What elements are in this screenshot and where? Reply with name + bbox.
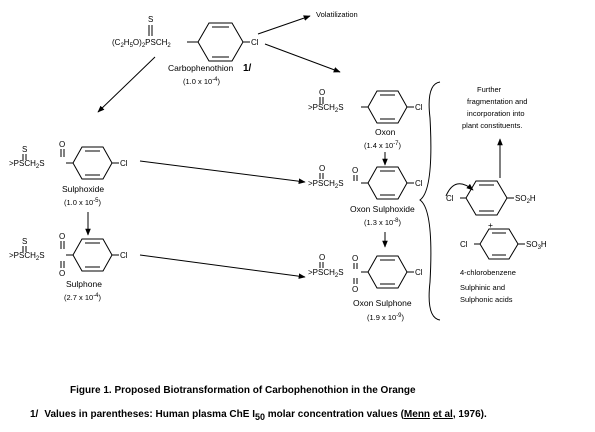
sulphinic-cl: Cl: [446, 194, 454, 203]
svg-text:(C2H5O)2PSCH2: (C2H5O)2PSCH2: [112, 38, 171, 49]
svg-text:>PSCH2S: >PSCH2S: [308, 179, 344, 190]
svg-text:(1.3 x 10-8): (1.3 x 10-8): [364, 218, 402, 227]
oxon-name: Oxon: [375, 127, 396, 137]
oxon-sulphoxide-name: Oxon Sulphoxide: [350, 204, 415, 214]
carbophenothion-formula-prefix: (C: [112, 38, 121, 47]
svg-text:>PSCH2S: >PSCH2S: [308, 103, 344, 114]
oxon-ring: [367, 90, 408, 124]
sulphone-value: (2.7 x 10: [64, 293, 93, 302]
sulphinic-group: SO: [515, 194, 527, 203]
svg-text:>PSCH2S: >PSCH2S: [308, 268, 344, 279]
oxon-sulphoxide-formula: >PSCH: [308, 179, 335, 188]
footnote-text-b: molar concentration values (: [265, 409, 405, 420]
sulphone-o-top: O: [59, 232, 65, 241]
oxon-sulphoxide-ring: [367, 166, 408, 200]
sulphone-structure: S O >PSCH2S O Cl Sulphone (2.7 x 10-4): [9, 232, 128, 302]
further-text-3: incorporation into: [467, 109, 525, 118]
svg-text:SO2H: SO2H: [515, 194, 536, 205]
sulphinic-acid-structure: Cl SO2H: [446, 180, 536, 216]
svg-text:>PSCH2S: >PSCH2S: [9, 159, 45, 170]
footnote-author: Menn: [404, 409, 430, 420]
oxon-structure: O >PSCH2S Cl Oxon (1.4 x 10-7): [308, 88, 423, 150]
oxon-cl: Cl: [415, 103, 423, 112]
sulphoxide-ring: [72, 146, 113, 180]
oxon-sulphone-structure: O O >PSCH2S O Cl Oxon Sulphone (1.9 x 10…: [308, 253, 423, 322]
sulphoxide-cl: Cl: [120, 159, 128, 168]
sulphoxide-structure: S O >PSCH2S Cl Sulphoxide (1.0 x 10-5): [9, 140, 128, 207]
svg-text:(1.4 x 10-7): (1.4 x 10-7): [364, 141, 402, 150]
svg-text:SO3H: SO3H: [526, 240, 547, 251]
footnote-mark: 1/: [30, 409, 39, 420]
svg-text:(1.0 x 10-4): (1.0 x 10-4): [183, 77, 221, 86]
carbophenothion-ring: [197, 22, 244, 62]
further-text-2: fragmentation and: [467, 97, 527, 106]
sulphone-o-bottom: O: [59, 269, 65, 278]
grouping-bracket: [419, 81, 441, 321]
oxon-sulphone-value: (1.9 x 10: [367, 313, 396, 322]
sulphonic-cl: Cl: [460, 240, 468, 249]
sulphone-formula: >PSCH: [9, 251, 36, 260]
footnote-subscript: 50: [255, 412, 265, 422]
oxon-sulphone-o-top: O: [319, 253, 325, 262]
sulphoxide-formula: >PSCH: [9, 159, 36, 168]
sulphonic-acid-structure: Cl SO3H: [460, 228, 547, 260]
footnote-text-a: Values in parentheses: Human plasma ChE …: [44, 409, 255, 420]
acids-label-2: Sulphonic acids: [460, 295, 513, 304]
carbophenothion-s-top: S: [148, 15, 153, 24]
oxon-sulphoxide-o-top: O: [319, 164, 325, 173]
oxon-sulphone-cl: Cl: [415, 268, 423, 277]
oxon-o-top: O: [319, 88, 325, 97]
carbophenothion-value: (1.0 x 10: [183, 77, 212, 86]
oxon-sulphone-ring: [367, 255, 408, 289]
oxon-sulphoxide-value: (1.3 x 10: [364, 218, 393, 227]
oxon-value: (1.4 x 10: [364, 141, 393, 150]
sulphoxide-name: Sulphoxide: [62, 184, 104, 194]
oxon-sulphone-name: Oxon Sulphone: [353, 298, 412, 308]
sulphone-name: Sulphone: [66, 279, 102, 289]
sulphone-s-top: S: [22, 237, 27, 246]
sulphoxide-s-top: S: [22, 145, 27, 154]
svg-text:1/Values in parentheses: Huma: 1/Values in parentheses: Human plasma Ch…: [30, 409, 487, 422]
figure-title: Figure 1. Proposed Biotransformation of …: [70, 385, 416, 396]
oxon-formula: >PSCH: [308, 103, 335, 112]
carbophenothion-footnote-mark: 1/: [243, 63, 252, 74]
sulphone-ring: [72, 238, 113, 272]
svg-text:(2.7 x 10-4): (2.7 x 10-4): [64, 293, 102, 302]
footnote-text-c: , 1976).: [453, 409, 487, 420]
svg-text:(1.0 x 10-5): (1.0 x 10-5): [64, 198, 102, 207]
oxon-sulphone-o-bottom: O: [352, 285, 358, 294]
chlorobenzene-label: 4-chlorobenzene: [460, 268, 516, 277]
footnote-etal: et al: [433, 409, 453, 420]
oxon-sulphoxide-cl: Cl: [415, 179, 423, 188]
carbophenothion-structure: (C2H5O)2PSCH2 S Cl Carbophenothion 1/ (1…: [112, 15, 259, 86]
plus-sign: +: [488, 220, 493, 230]
carbophenothion-name: Carbophenothion: [168, 63, 233, 73]
sulphoxide-value: (1.0 x 10: [64, 198, 93, 207]
further-text-4: plant constituents.: [462, 121, 522, 130]
sulphone-cl: Cl: [120, 251, 128, 260]
acids-label-1: Sulphinic and: [460, 283, 505, 292]
svg-text:>PSCH2S: >PSCH2S: [9, 251, 45, 262]
oxon-sulphone-formula: >PSCH: [308, 268, 335, 277]
oxon-sulphoxide-o-side: O: [352, 166, 358, 175]
oxon-sulphone-o-side: O: [352, 254, 358, 263]
oxon-sulphoxide-structure: O O >PSCH2S Cl Oxon Sulphoxide (1.3 x 10…: [308, 164, 423, 227]
volatilization-label: Volatilization: [316, 10, 358, 19]
sulphonic-group: SO: [526, 240, 538, 249]
further-text-1: Further: [477, 85, 502, 94]
sulphoxide-o-top: O: [59, 140, 65, 149]
sulphinic-ring: [465, 180, 508, 216]
svg-text:(1.9 x 10-9): (1.9 x 10-9): [367, 313, 405, 322]
carbophenothion-cl: Cl: [251, 38, 259, 47]
